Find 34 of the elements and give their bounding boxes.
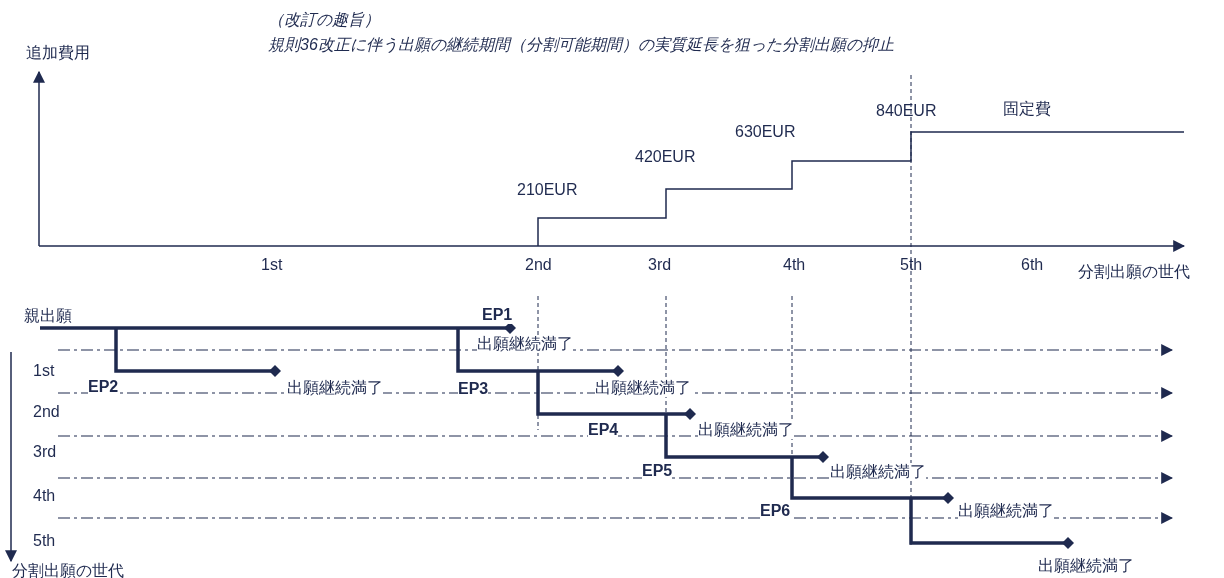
tick-label: 4th [783, 256, 806, 274]
axis-label: 追加費用 [26, 44, 90, 62]
generation-label: 3rd [33, 443, 57, 461]
tick-label: 2nd [525, 256, 552, 274]
expiry-label: 出願継続満了 [1038, 557, 1134, 575]
value-label: 210EUR [517, 181, 578, 199]
ep-label: EP5 [642, 462, 673, 480]
expiry-label: 出願継続満了 [830, 463, 926, 481]
note-text: 規則36改正に伴う出願の継続期間（分割可能期間）の実質延長を狙った分割出願の抑止 [268, 36, 894, 54]
tick-label: 5th [900, 256, 923, 274]
ep-label: EP6 [760, 502, 791, 520]
expiry-label: 出願継続満了 [958, 502, 1054, 520]
heading-text: （改訂の趣旨） [268, 11, 380, 29]
axis-label: 分割出願の世代 [1078, 263, 1190, 281]
expiry-label: 出願継続満了 [698, 421, 794, 439]
ep-label: EP4 [588, 421, 619, 439]
expiry-label: 出願継続満了 [595, 379, 691, 397]
value-label: 840EUR [876, 102, 937, 120]
generation-label: 2nd [33, 403, 60, 421]
expiry-label: 出願継続満了 [477, 335, 573, 353]
expiry-label: 出願継続満了 [287, 379, 383, 397]
ep-label: EP1 [482, 306, 513, 324]
fixed-cost-label: 固定費 [1003, 100, 1051, 118]
axis-label: 分割出願の世代 [12, 562, 124, 578]
tick-label: 1st [261, 256, 283, 274]
value-label: 630EUR [735, 123, 796, 141]
application-label: 親出願 [24, 307, 72, 325]
tick-label: 6th [1021, 256, 1044, 274]
tick-label: 3rd [648, 256, 672, 274]
generation-label: 5th [33, 532, 56, 550]
ep-label: EP2 [88, 378, 119, 396]
generation-label: 4th [33, 487, 56, 505]
value-label: 420EUR [635, 148, 696, 166]
generation-label: 1st [33, 362, 55, 380]
